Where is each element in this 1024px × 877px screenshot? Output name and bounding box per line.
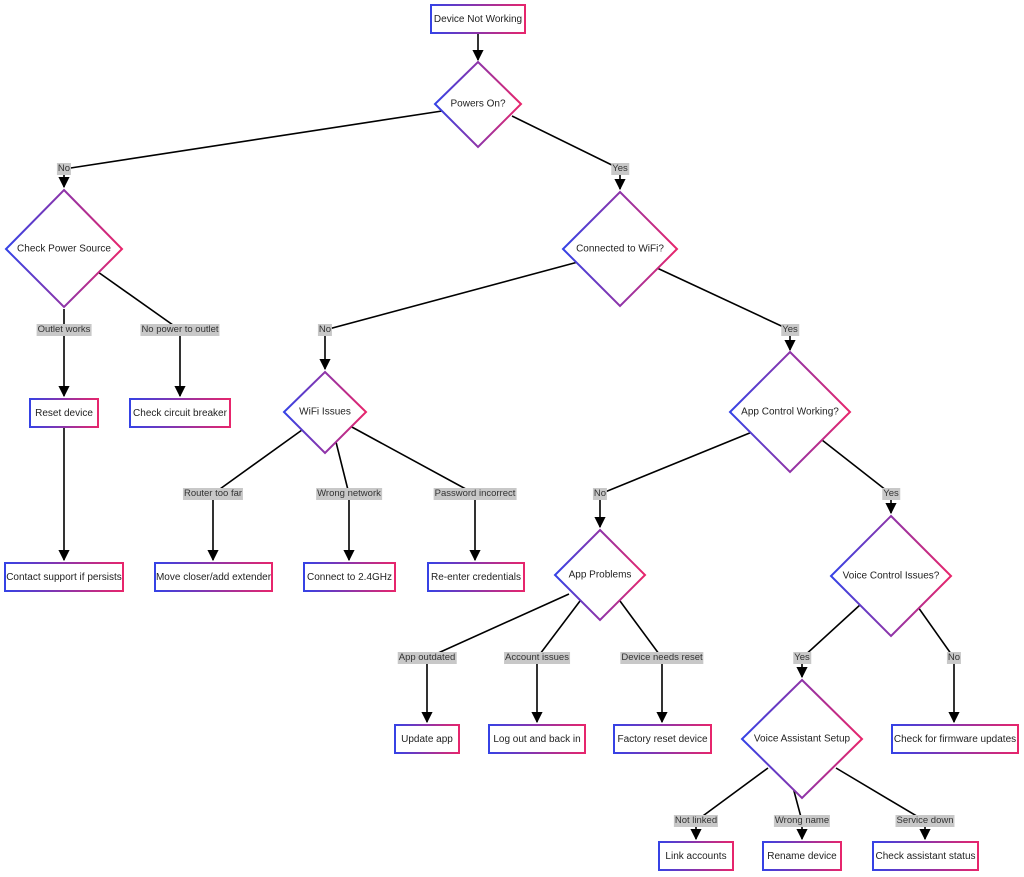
node-check-circuit-breaker: Check circuit breaker <box>129 398 231 428</box>
node-reset-device: Reset device <box>29 398 99 428</box>
decision-connected-to-wifi <box>561 190 679 308</box>
edge-powers-on-no <box>58 110 443 189</box>
decision-app-problems <box>553 528 647 622</box>
node-update-app: Update app <box>394 724 460 754</box>
node-connect-24ghz: Connect to 2.4GHz <box>303 562 396 592</box>
app-problems-label: App Problems <box>568 569 632 581</box>
voice-control-issues-label: Voice Control Issues? <box>842 570 940 582</box>
edge-voice-no <box>917 606 960 724</box>
node-reenter-credentials: Re-enter credentials <box>427 562 525 592</box>
edge-label-app-outdated: App outdated <box>397 652 457 664</box>
edge-label-app-yes: Yes <box>882 488 900 500</box>
edge-voice-setup-service-down <box>835 767 931 841</box>
edge-voice-yes <box>796 603 862 679</box>
decision-wifi-issues <box>282 370 368 455</box>
edge-app-control-no <box>594 429 758 529</box>
edge-label-power-no: No <box>56 163 72 175</box>
edge-label-wifi-yes: Yes <box>781 324 799 336</box>
edge-label-app-no: No <box>592 488 608 500</box>
decision-check-power-source <box>4 188 124 309</box>
edge-label-account-issues: Account issues <box>504 652 570 664</box>
edge-label-power-yes: Yes <box>611 163 629 175</box>
edge-label-password-incorrect: Password incorrect <box>433 488 517 500</box>
edge-label-voice-no: No <box>946 652 962 664</box>
decision-powers-on <box>433 60 523 149</box>
node-link-accounts: Link accounts <box>658 841 734 871</box>
wifi-issues-label: WiFi Issues <box>299 406 351 418</box>
decision-voice-assistant-setup <box>740 678 864 800</box>
node-check-assistant-status: Check assistant status <box>872 841 979 871</box>
edge-label-voice-yes: Yes <box>793 652 811 664</box>
decision-app-control-working <box>728 350 852 474</box>
edge-label-not-linked: Not linked <box>673 815 719 827</box>
app-control-working-label: App Control Working? <box>741 406 839 418</box>
edge-powers-on-yes <box>511 115 626 191</box>
edge-label-wrong-name: Wrong name <box>773 815 831 827</box>
node-log-out-back-in: Log out and back in <box>488 724 586 754</box>
node-device-not-working: Device Not Working <box>430 4 526 34</box>
edge-label-outlet-works: Outlet works <box>36 324 92 336</box>
powers-on-label: Powers On? <box>450 98 506 110</box>
edge-label-wifi-no: No <box>317 324 333 336</box>
node-factory-reset: Factory reset device <box>613 724 712 754</box>
decision-voice-control-issues <box>829 514 953 638</box>
edge-label-router-far: Router too far <box>182 488 244 500</box>
edge-label-wrong-network: Wrong network <box>316 488 382 500</box>
check-power-source-label: Check Power Source <box>17 243 111 255</box>
edge-wifi-yes <box>656 267 796 352</box>
edge-wifi-no <box>319 261 579 371</box>
node-check-firmware: Check for firmware updates <box>891 724 1019 754</box>
edge-wifi-issues-wrong-network <box>335 441 355 562</box>
node-rename-device: Rename device <box>762 841 842 871</box>
edge-voice-setup-not-linked <box>690 767 769 841</box>
edge-label-no-power-outlet: No power to outlet <box>140 324 220 336</box>
connected-to-wifi-label: Connected to WiFi? <box>576 243 664 255</box>
voice-assistant-setup-label: Voice Assistant Setup <box>753 733 851 745</box>
edge-app-control-yes <box>821 439 897 515</box>
edge-label-service-down: Service down <box>895 815 955 827</box>
node-contact-support: Contact support if persists <box>4 562 124 592</box>
edge-label-device-needs-reset: Device needs reset <box>620 652 704 664</box>
node-move-closer: Move closer/add extender <box>154 562 273 592</box>
